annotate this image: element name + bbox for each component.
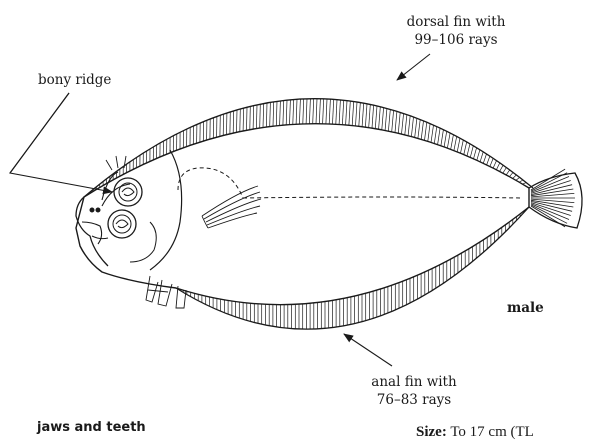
gill-cover — [150, 150, 182, 270]
sex-label: male — [507, 300, 544, 316]
upper-eye — [114, 178, 142, 206]
lower-eye — [108, 210, 136, 238]
anal-arrow — [344, 334, 392, 366]
lateral-line — [243, 197, 522, 198]
dorsal-fin-label-line2: 99–106 rays — [395, 32, 517, 48]
bony-ridge-label: bony ridge — [38, 72, 111, 88]
preopercle — [130, 222, 156, 262]
jaws-and-teeth-heading: jaws and teeth — [37, 420, 146, 436]
size-text: Size: To 17 cm (TL — [416, 424, 534, 440]
upper-dashed-line — [178, 168, 243, 198]
pelvic-fin — [146, 276, 186, 308]
anal-fin-rays — [183, 211, 524, 329]
head — [76, 156, 142, 266]
dorsal-fin-rays — [93, 99, 526, 192]
anal-fin-outline — [176, 207, 529, 329]
caudal-fin — [529, 169, 582, 228]
dorsal-arrow — [397, 54, 430, 80]
bony-ridge-line-2 — [10, 93, 69, 173]
anal-fin-label-line1: anal fin with — [362, 374, 466, 390]
nostril — [90, 208, 94, 212]
pectoral-fin — [202, 186, 261, 228]
anal-fin-label-line2: 76–83 rays — [362, 392, 466, 408]
dorsal-fin-label-line1: dorsal fin with — [395, 14, 517, 30]
size-value: To 17 cm (TL — [450, 424, 534, 440]
bony-ridge-line — [10, 93, 112, 192]
size-label: Size: — [416, 424, 447, 440]
